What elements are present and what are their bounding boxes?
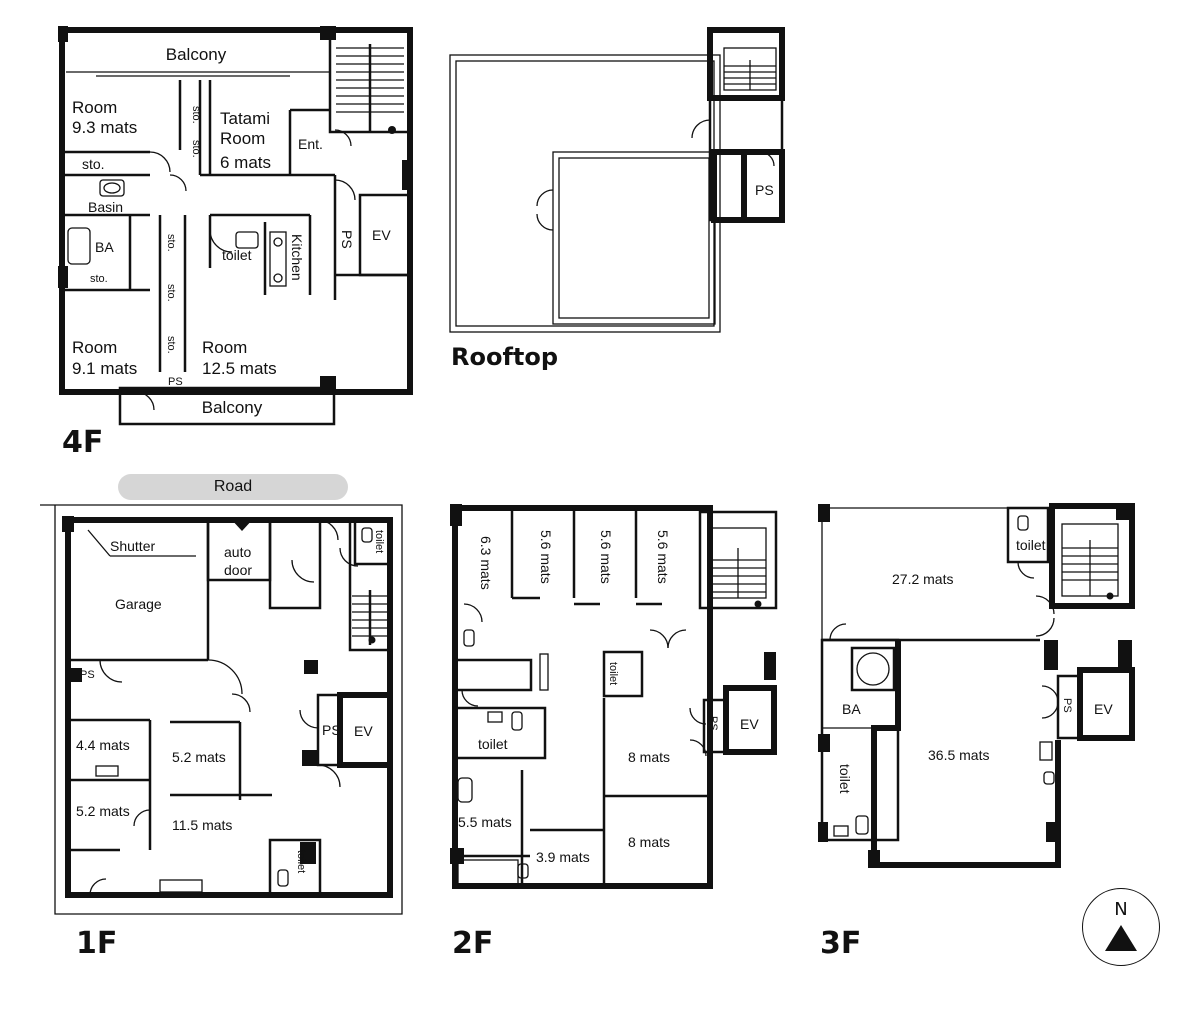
4f-bath-label: BA [95,239,114,255]
4f-storage-label-c: sto. [190,140,202,158]
floor-1f-plan: Shutter Garage auto door toilet PS PS EV… [40,504,403,961]
1f-toilet-b-label: toilet [295,850,307,873]
4f-storage-label-e: sto. [165,234,177,252]
1f-floor-title: 1F [76,926,117,961]
1f-garage-label: Garage [115,596,162,612]
4f-storage-label-b: sto. [190,106,202,124]
4f-balcony-bottom-label: Balcony [202,398,263,417]
2f-room-56c-label: 5.6 mats [655,530,671,584]
4f-ps-small-label: PS [168,376,183,388]
2f-room-56a-label: 5.6 mats [538,530,554,584]
floor-4f-plan: Balcony Room 9.3 mats Tatami Room 6 mats… [58,26,413,460]
4f-room-c-name: Room [202,338,247,357]
floor-2f-plan: 6.3 mats 5.6 mats 5.6 mats 5.6 mats toil… [450,504,778,961]
rooftop-plan: PS Rooftop [449,27,785,371]
4f-kitchen-label: Kitchen [289,234,305,281]
3f-toilet-top-label: toilet [1016,537,1046,553]
4f-toilet-label: toilet [222,247,252,263]
3f-room-365-label: 36.5 mats [928,747,989,763]
4f-basin-label: Basin [88,199,123,215]
2f-toilet-big-label: toilet [478,736,508,752]
1f-auto-door-label-1: auto [224,544,251,560]
2f-toilet-small-label: toilet [607,662,619,685]
4f-floor-title: 4F [62,425,103,460]
1f-room-44-label: 4.4 mats [76,737,130,753]
4f-entrance-label: Ent. [298,136,323,152]
1f-shutter-label: Shutter [110,538,155,554]
2f-ev-label: EV [740,716,759,732]
compass: N [1082,888,1160,966]
2f-room-39-label: 3.9 mats [536,849,590,865]
1f-toilet-a-label: toilet [373,530,385,553]
floor-3f-plan: toilet 27.2 mats BA toilet PS EV 36.5 ma… [818,503,1135,961]
4f-storage-label-a: sto. [82,156,105,172]
4f-storage-label-d: sto. [90,273,108,285]
1f-room-115-label: 11.5 mats [172,817,232,833]
4f-room-a-name: Room [72,98,117,117]
2f-floor-title: 2F [452,926,493,961]
4f-ps-label: PS [339,230,355,249]
4f-room-a-size: 9.3 mats [72,118,137,137]
4f-room-b-size: 9.1 mats [72,359,137,378]
1f-ps-small-label: PS [80,669,95,681]
2f-room-56b-label: 5.6 mats [598,530,614,584]
4f-tatami-size: 6 mats [220,153,271,172]
2f-room-8a-label: 8 mats [628,749,670,765]
1f-auto-door-label-2: door [224,562,252,578]
north-arrow-icon [1105,925,1137,951]
2f-ps-label: PS [707,716,719,731]
1f-ev-label: EV [354,723,373,739]
1f-room-52b-label: 5.2 mats [76,803,130,819]
3f-ev-label: EV [1094,701,1113,717]
3f-ps-label: PS [1061,698,1073,713]
4f-room-c-size: 12.5 mats [202,359,277,378]
3f-bath-label: BA [842,701,861,717]
3f-toilet-side-label: toilet [837,764,853,794]
4f-room-b-name: Room [72,338,117,357]
4f-tatami-line2: Room [220,129,265,148]
2f-room-55-label: 5.5 mats [458,814,512,830]
road-marker [118,474,348,500]
2f-room-63-label: 6.3 mats [478,536,494,590]
1f-ps-label: PS [322,722,341,738]
rooftop-ps-label: PS [755,182,774,198]
4f-balcony-top-label: Balcony [166,45,227,64]
2f-room-8b-label: 8 mats [628,834,670,850]
4f-storage-label-f: sto. [165,284,177,302]
4f-tatami-line1: Tatami [220,109,270,128]
rooftop-title: Rooftop [451,343,558,371]
road-label: Road [213,478,253,495]
4f-ev-label: EV [372,227,391,243]
3f-floor-title: 3F [820,926,861,961]
1f-room-52a-label: 5.2 mats [172,749,226,765]
compass-north-label: N [1114,899,1128,920]
4f-storage-label-g: sto. [165,336,177,354]
3f-room-272-label: 27.2 mats [892,571,953,587]
